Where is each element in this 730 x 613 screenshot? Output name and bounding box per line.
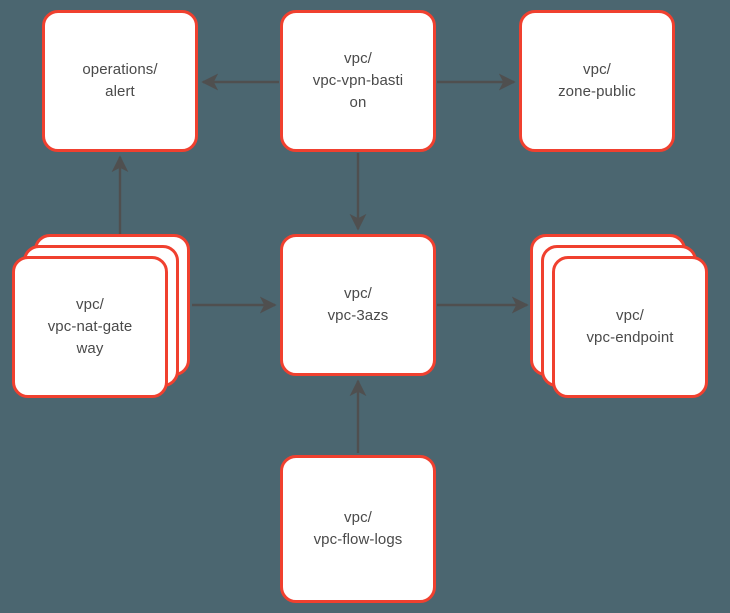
node-label: vpc/ vpc-flow-logs bbox=[313, 509, 403, 548]
node-vpc-nat-gateway[interactable]: vpc/ vpc-nat-gate way bbox=[12, 256, 168, 398]
node-operations-alert[interactable]: operations/ alert bbox=[42, 10, 198, 152]
node-label: vpc/ vpc-vpn-basti on bbox=[312, 50, 404, 111]
node-vpc-zone-public[interactable]: vpc/ zone-public bbox=[519, 10, 675, 152]
node-label: vpc/ vpc-3azs bbox=[327, 285, 389, 324]
node-label: vpc/ vpc-endpoint bbox=[586, 307, 674, 346]
node-vpc-flow-logs[interactable]: vpc/ vpc-flow-logs bbox=[280, 455, 436, 603]
node-vpc-vpn-bastion[interactable]: vpc/ vpc-vpn-basti on bbox=[280, 10, 436, 152]
node-label: vpc/ zone-public bbox=[558, 61, 636, 100]
node-vpc-3azs[interactable]: vpc/ vpc-3azs bbox=[280, 234, 436, 376]
node-vpc-nat-gateway-stack[interactable]: vpc/ vpc-nat-gate way bbox=[12, 234, 190, 398]
node-vpc-endpoint[interactable]: vpc/ vpc-endpoint bbox=[552, 256, 708, 398]
node-label: operations/ alert bbox=[82, 61, 158, 100]
node-vpc-endpoint-stack[interactable]: vpc/ vpc-endpoint bbox=[530, 234, 708, 398]
node-label: vpc/ vpc-nat-gate way bbox=[47, 296, 133, 357]
